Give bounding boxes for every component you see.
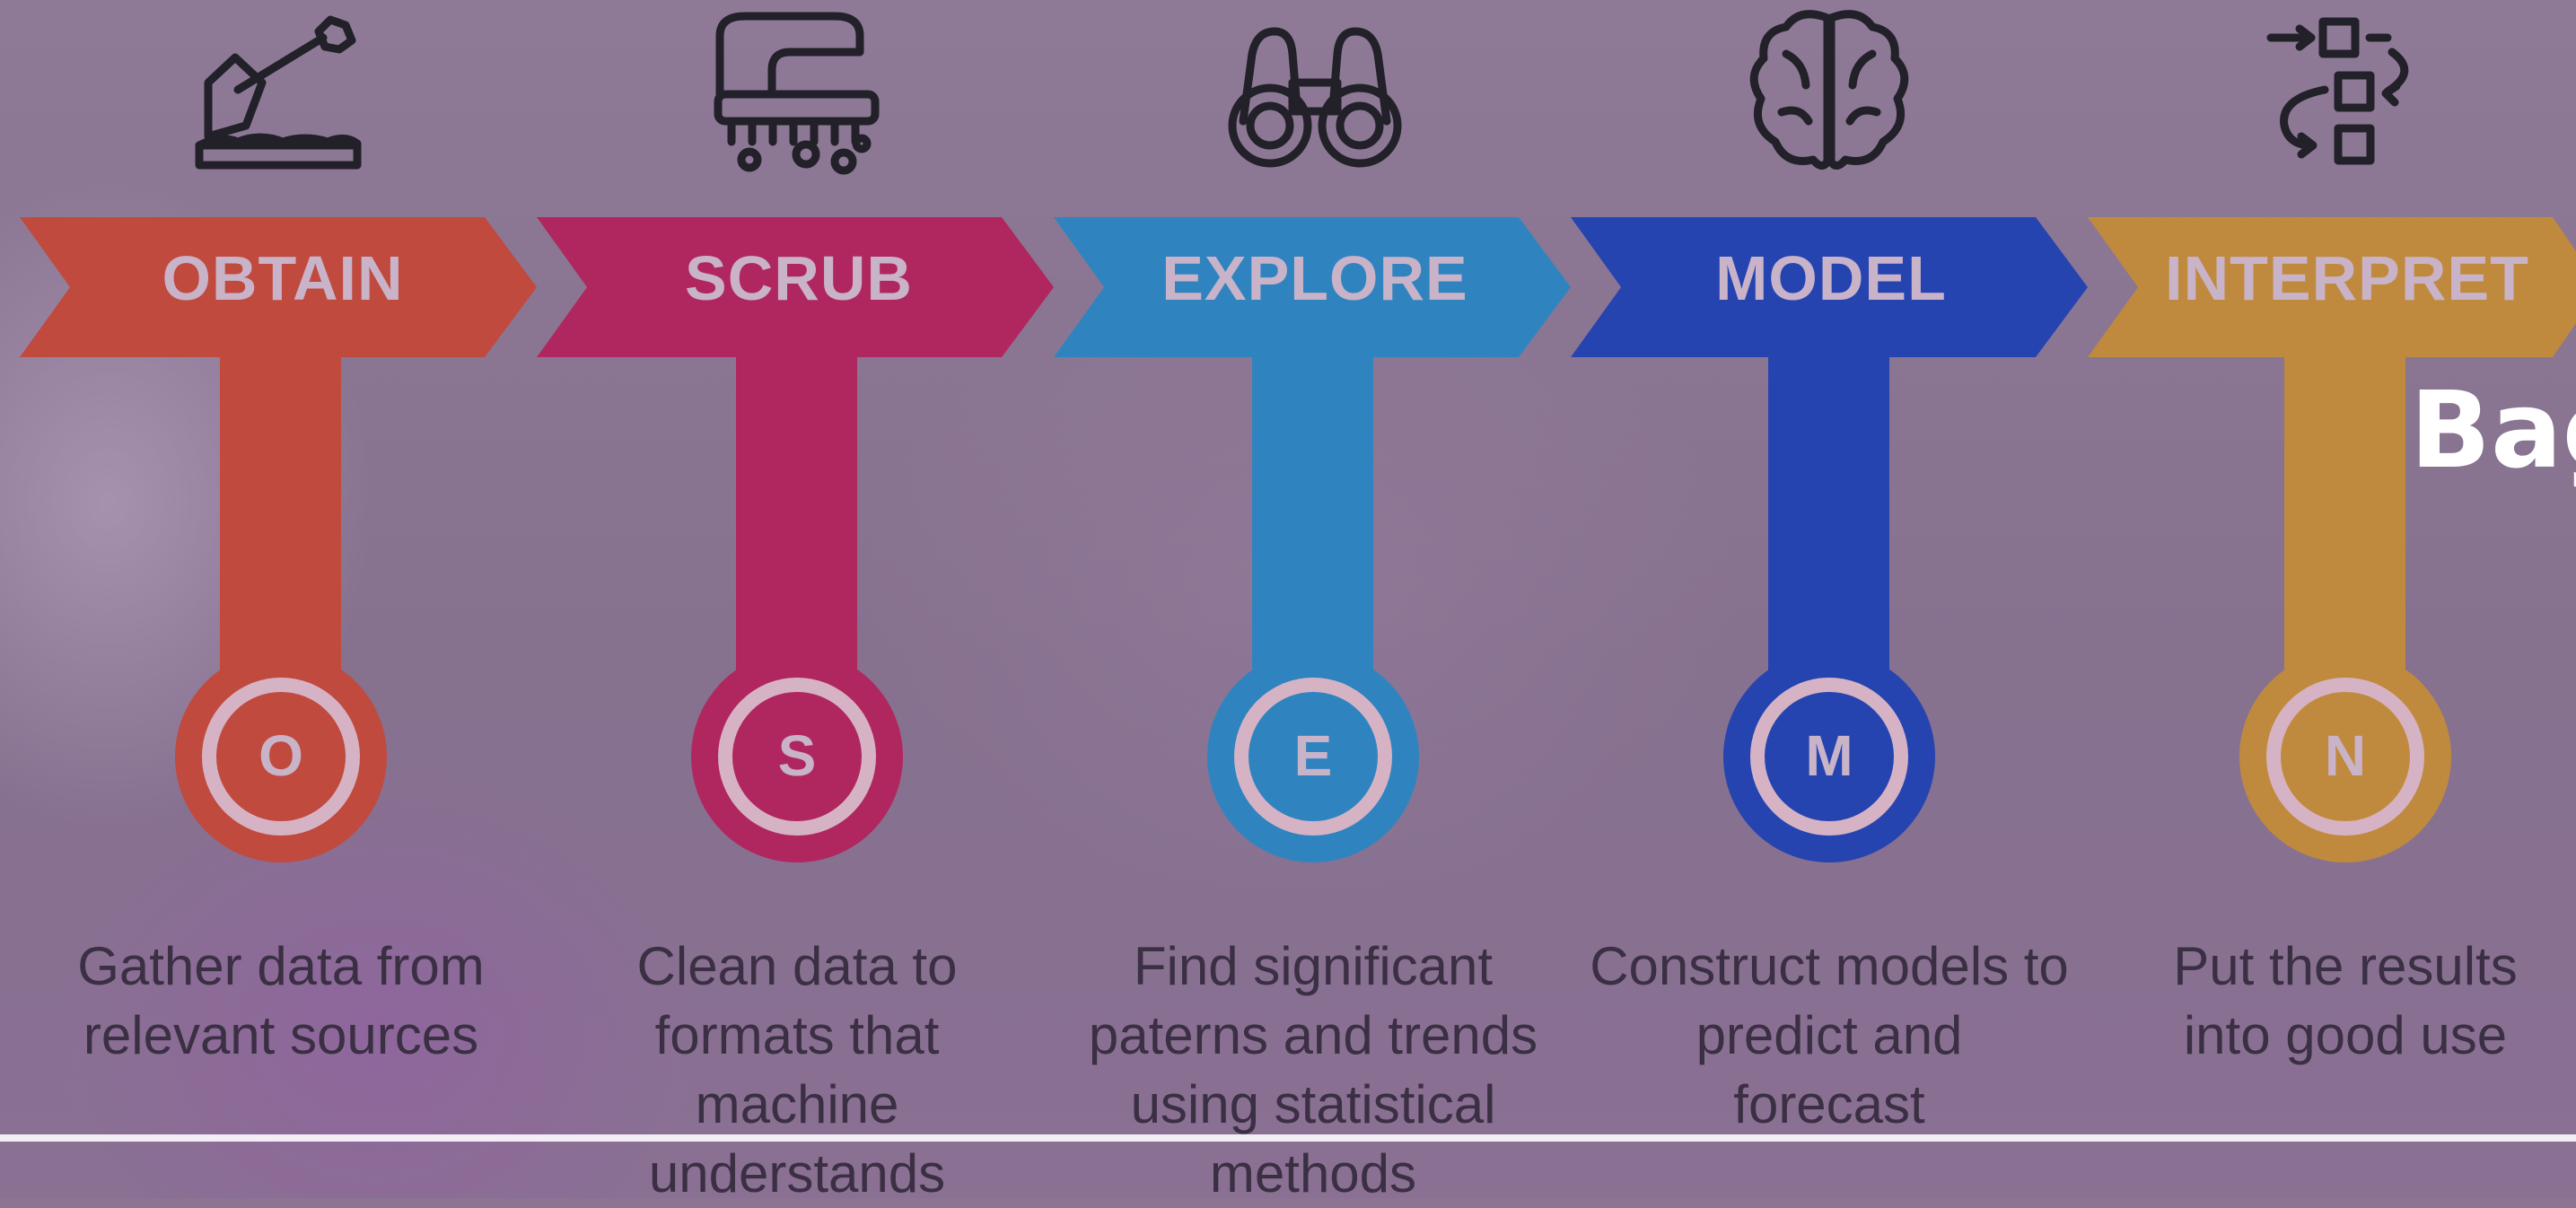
step-explore: [1054, 27, 1571, 862]
stem-interpret: [2284, 350, 2405, 691]
step-title-scrub: SCRUB: [685, 243, 913, 313]
arrow-banner-scrub: [537, 217, 1054, 357]
step-title-interpret: INTERPRET: [2165, 243, 2529, 313]
stem-explore: [1252, 350, 1373, 691]
arrow-banner-interpret: [2088, 217, 2576, 357]
step-scrub: [537, 12, 1054, 862]
step-obtain: [20, 15, 537, 862]
step-letter-explore: E: [1293, 723, 1333, 788]
stem-scrub: [736, 350, 857, 691]
step-letter-obtain: O: [258, 723, 303, 788]
step-description-obtain: Gather data from relevant sources: [77, 936, 485, 1065]
brain-icon: [1749, 10, 1909, 170]
flowchart-icon: [2266, 17, 2409, 165]
arrow-banner-obtain: [20, 217, 537, 357]
shovel-icon: [195, 15, 362, 170]
ring-explore: [1234, 678, 1392, 836]
ring-interpret: [2266, 678, 2424, 836]
stem-obtain: [220, 350, 341, 691]
step-description-explore: Find significant paterns and trends usin…: [1088, 936, 1538, 1204]
step-description-model: Construct models to predict and forecast: [1590, 936, 2069, 1134]
step-title-obtain: OBTAIN: [162, 243, 404, 313]
ring-obtain: [202, 678, 360, 836]
step-interpret: [2088, 17, 2576, 862]
ring-model: [1750, 678, 1908, 836]
binoculars-icon: [1228, 27, 1402, 168]
divider-line: [0, 1134, 2576, 1142]
step-model: [1571, 10, 2088, 862]
step-description-interpret: Put the results into good use: [2173, 936, 2518, 1065]
step-description-scrub: Clean data to formats that machine under…: [636, 936, 958, 1204]
step-letter-interpret: N: [2324, 723, 2367, 788]
step-title-model: MODEL: [1715, 243, 1947, 313]
stem-model: [1768, 350, 1889, 691]
brush-icon: [714, 12, 880, 175]
arrow-banner-explore: [1054, 217, 1571, 357]
step-letter-scrub: S: [777, 723, 817, 788]
arrow-banner-model: [1571, 217, 2088, 357]
overlay-title: Bag: [2410, 368, 2576, 492]
step-title-explore: EXPLORE: [1161, 243, 1468, 313]
ring-scrub: [718, 678, 876, 836]
step-letter-model: M: [1805, 723, 1853, 788]
